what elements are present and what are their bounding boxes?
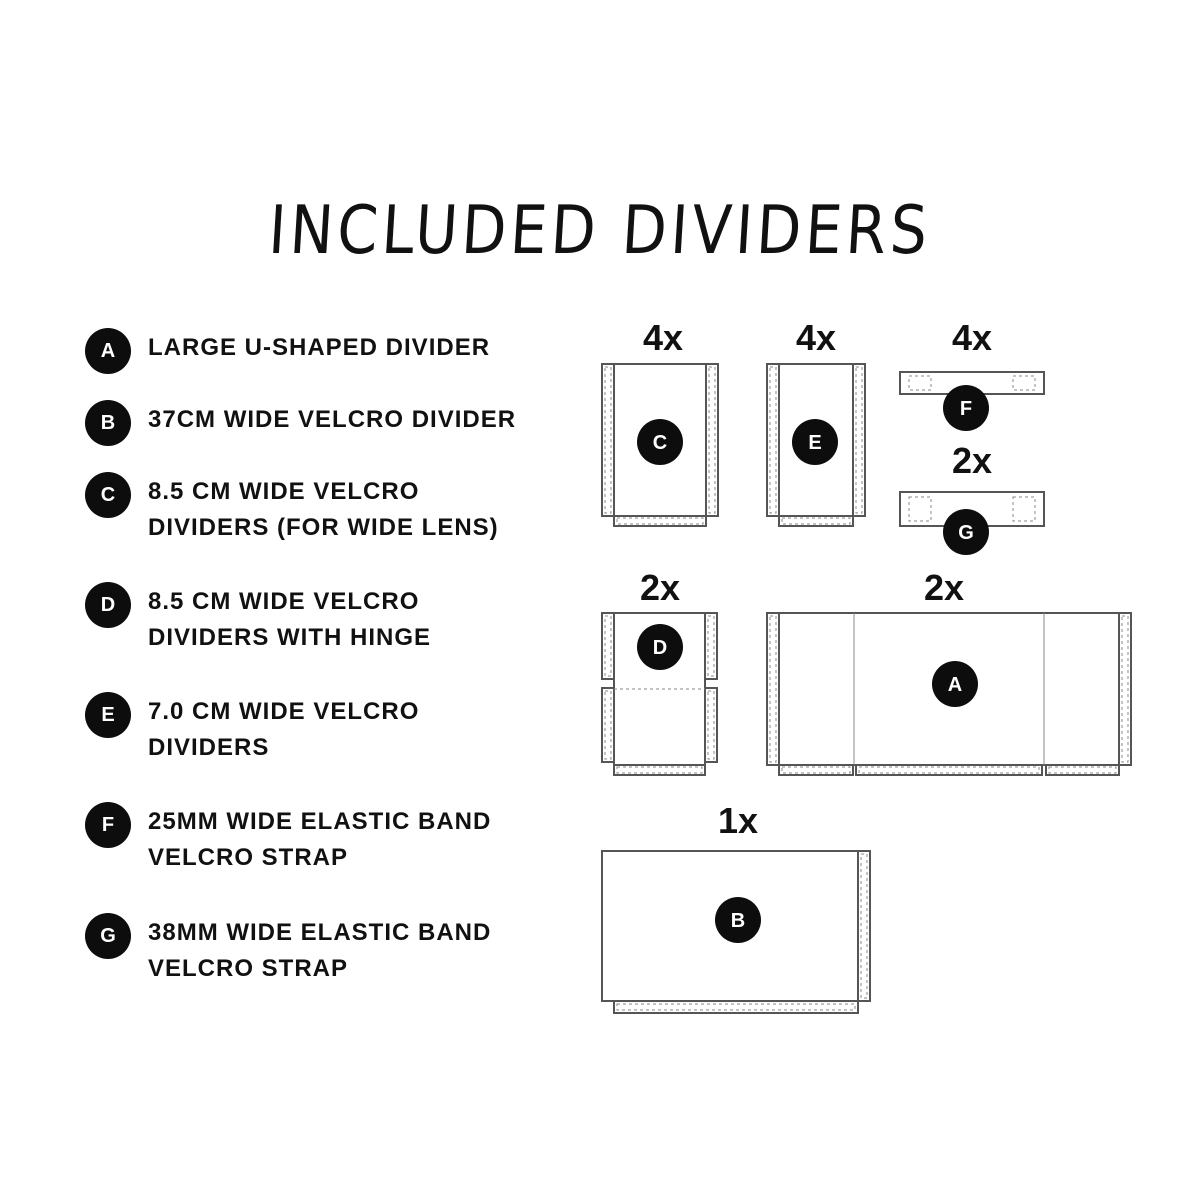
legend-badge-e: E bbox=[85, 692, 131, 738]
legend-line: 37CM WIDE VELCRO DIVIDER bbox=[148, 406, 517, 433]
part-f-drawing: 4x F bbox=[899, 317, 1045, 431]
part-c-badge bbox=[637, 419, 683, 465]
part-c-label: C bbox=[653, 432, 667, 454]
legend-badge-a: A bbox=[85, 328, 131, 374]
part-d-drawing: 2x D bbox=[601, 567, 718, 776]
part-f-quantity: 4x bbox=[952, 317, 992, 358]
legend-line: VELCRO STRAP bbox=[148, 955, 349, 982]
part-c-drawing: 4x C bbox=[601, 317, 719, 527]
part-f-badge bbox=[943, 385, 989, 431]
part-d-top-right-flap bbox=[704, 612, 718, 680]
part-d-badge bbox=[637, 624, 683, 670]
part-b-right-flap bbox=[857, 850, 871, 1002]
legend-badge-g: G bbox=[85, 913, 131, 959]
part-e-bottom-strip bbox=[778, 515, 854, 527]
part-a-drawing: 2x A bbox=[766, 567, 1132, 776]
legend-label-e: 7.0 CM WIDE VELCRO DIVIDERS bbox=[148, 694, 419, 766]
part-e-left-flap bbox=[766, 363, 780, 517]
part-b-label: B bbox=[731, 910, 745, 932]
part-d-quantity: 2x bbox=[640, 567, 680, 608]
part-b-drawing: 1x B bbox=[601, 800, 871, 1014]
legend-label-d: 8.5 CM WIDE VELCRO DIVIDERS WITH HINGE bbox=[148, 584, 431, 656]
legend-line: DIVIDERS WITH HINGE bbox=[148, 624, 432, 651]
part-g-badge bbox=[943, 509, 989, 555]
part-g-quantity: 2x bbox=[952, 440, 992, 481]
part-b-bottom-strip bbox=[613, 1000, 859, 1014]
legend-label-a: LARGE U-SHAPED DIVIDER bbox=[148, 330, 490, 366]
legend-label-g: 38MM WIDE ELASTIC BAND VELCRO STRAP bbox=[148, 915, 491, 987]
legend-line: 25MM WIDE ELASTIC BAND bbox=[148, 808, 492, 835]
legend-line: VELCRO STRAP bbox=[148, 844, 349, 871]
part-e-label: E bbox=[808, 432, 821, 454]
part-g-drawing: 2x G bbox=[899, 440, 1045, 555]
legend-line: 8.5 CM WIDE VELCRO bbox=[148, 588, 420, 615]
legend-badge-d: D bbox=[85, 582, 131, 628]
legend-badge-c: C bbox=[85, 472, 131, 518]
part-f-label: F bbox=[960, 398, 972, 420]
legend-badge-f: F bbox=[85, 802, 131, 848]
part-e-right-flap bbox=[852, 363, 866, 517]
part-e-quantity: 4x bbox=[796, 317, 836, 358]
part-a-bottom-strip-center bbox=[855, 764, 1043, 776]
part-b-badge bbox=[715, 897, 761, 943]
part-d-bottom-strip bbox=[613, 764, 706, 776]
part-d-top-left-flap bbox=[601, 612, 615, 680]
part-a-left-flap bbox=[766, 612, 780, 766]
legend-line: 7.0 CM WIDE VELCRO bbox=[148, 698, 420, 725]
part-a-bottom-strip-left bbox=[778, 764, 854, 776]
legend-label-c: 8.5 CM WIDE VELCRO DIVIDERS (FOR WIDE LE… bbox=[148, 474, 499, 546]
part-d-bottom-left-flap bbox=[601, 687, 615, 763]
legend-line: DIVIDERS (FOR WIDE LENS) bbox=[148, 514, 499, 541]
part-b-quantity: 1x bbox=[718, 800, 758, 841]
legend-label-b: 37CM WIDE VELCRO DIVIDER bbox=[148, 402, 516, 438]
part-c-quantity: 4x bbox=[643, 317, 683, 358]
legend-line: 38MM WIDE ELASTIC BAND bbox=[148, 919, 492, 946]
part-d-bottom-right-flap bbox=[704, 687, 718, 763]
part-c-bottom-strip bbox=[613, 515, 707, 527]
legend-label-f: 25MM WIDE ELASTIC BAND VELCRO STRAP bbox=[148, 804, 491, 876]
part-d-label: D bbox=[653, 637, 667, 659]
part-a-right-flap bbox=[1118, 612, 1132, 766]
part-c-left-flap bbox=[601, 363, 615, 517]
part-a-quantity: 2x bbox=[924, 567, 964, 608]
legend-line: 8.5 CM WIDE VELCRO bbox=[148, 478, 420, 505]
legend-badge-b: B bbox=[85, 400, 131, 446]
part-a-badge bbox=[932, 661, 978, 707]
part-c-right-flap bbox=[705, 363, 719, 517]
part-a-bottom-strip-right bbox=[1045, 764, 1120, 776]
part-g-label: G bbox=[958, 522, 974, 544]
part-e-drawing: 4x E bbox=[766, 317, 866, 527]
legend-line: LARGE U-SHAPED DIVIDER bbox=[148, 334, 491, 361]
part-a-label: A bbox=[948, 674, 962, 696]
legend-line: DIVIDERS bbox=[148, 734, 270, 761]
part-e-badge bbox=[792, 419, 838, 465]
